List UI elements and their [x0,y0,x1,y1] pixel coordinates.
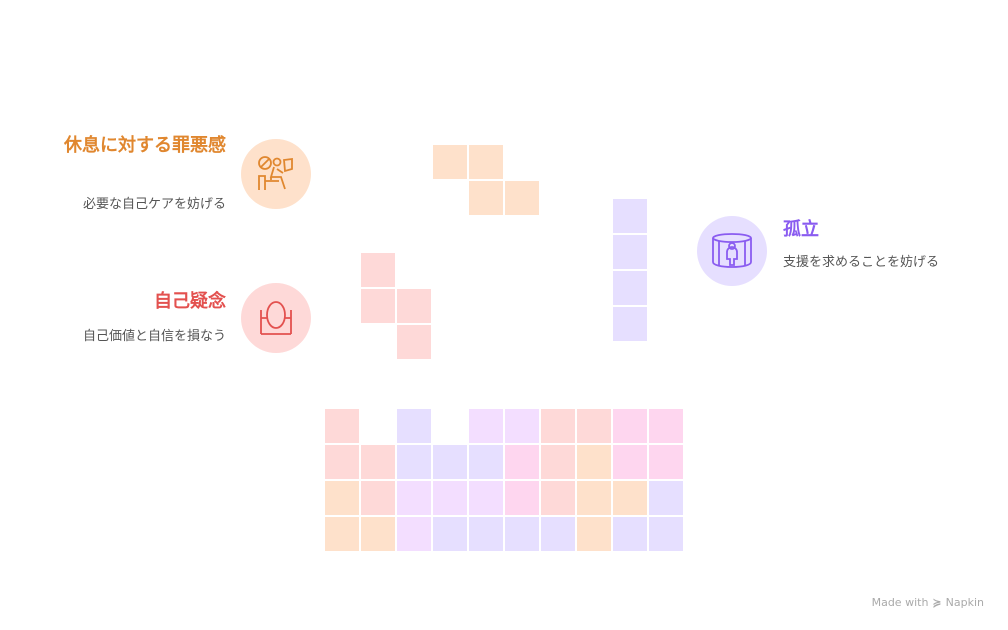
floating-block [613,199,647,233]
grid-block [505,517,539,551]
grid-block [469,481,503,515]
self-doubt-title: 自己疑念 [154,291,226,312]
grid-block [325,445,359,479]
grid-block [361,517,395,551]
guilt-desc: 必要な自己ケアを妨げる [82,197,226,212]
floating-block [361,289,395,323]
grid-block [325,481,359,515]
grid-block [469,409,503,443]
napkin-logo-icon: ≽ [932,596,942,609]
grid-block [649,409,683,443]
mirror-icon [241,283,311,353]
grid-block [541,445,575,479]
grid-block [505,481,539,515]
grid-block [613,481,647,515]
grid-block [541,481,575,515]
grid-block [361,445,395,479]
grid-block [433,481,467,515]
grid-block [577,481,611,515]
floating-block [361,253,395,287]
grid-block [361,481,395,515]
floating-block [397,289,431,323]
grid-block [433,517,467,551]
floating-block [433,145,467,179]
isolated-person-icon [697,216,767,286]
floating-block [469,145,503,179]
grid-block [613,517,647,551]
grid-block [649,517,683,551]
guilt-title: 休息に対する罪悪感 [64,135,226,156]
napkin-brand: Napkin [945,596,984,609]
floating-block [469,181,503,215]
person-at-desk-icon [241,139,311,209]
grid-block [469,517,503,551]
grid-block [397,445,431,479]
grid-block [397,517,431,551]
made-with-label: Made with [871,596,929,609]
grid-block [577,445,611,479]
grid-block [541,409,575,443]
grid-block [577,409,611,443]
floating-block [505,181,539,215]
floating-block [397,325,431,359]
grid-block [433,445,467,479]
self-doubt-desc: 自己価値と自信を損なう [82,329,226,344]
floating-block [613,307,647,341]
grid-block [397,409,431,443]
grid-block [505,409,539,443]
isolation-title: 孤立 [783,219,819,240]
grid-block [325,409,359,443]
grid-block [505,445,539,479]
grid-block [613,445,647,479]
napkin-watermark: Made with ≽ Napkin [872,596,984,609]
grid-block [469,445,503,479]
floating-block [613,235,647,269]
isolation-desc: 支援を求めることを妨げる [783,255,940,270]
grid-block [649,445,683,479]
grid-block [649,481,683,515]
floating-block [613,271,647,305]
grid-block [613,409,647,443]
grid-block [541,517,575,551]
grid-block [577,517,611,551]
grid-block [397,481,431,515]
grid-block [325,517,359,551]
